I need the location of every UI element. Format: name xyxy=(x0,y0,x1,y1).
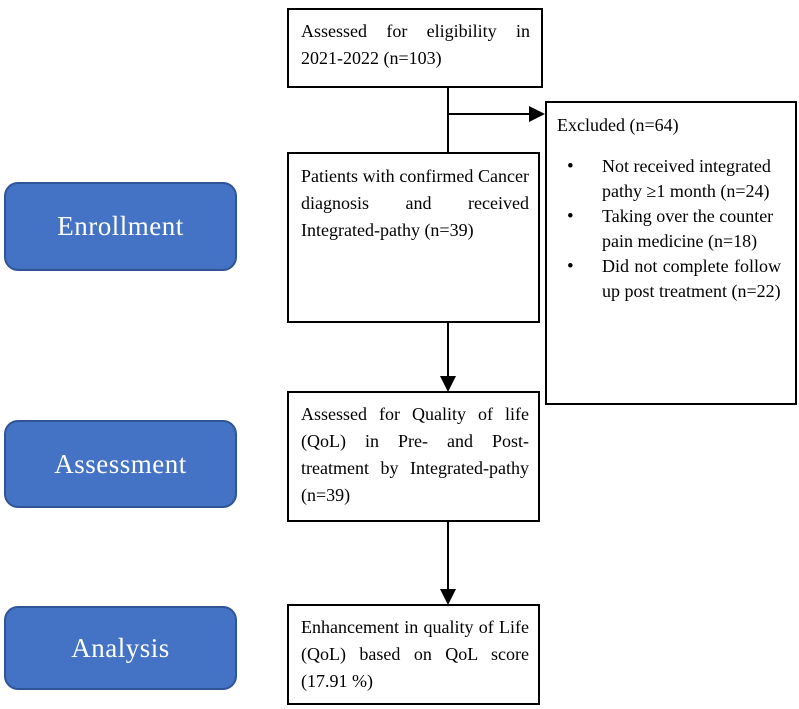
connector-branch-to-excluded xyxy=(447,113,531,115)
connector-qol-to-analysis xyxy=(447,522,449,590)
qol-assessment-box: Assessed for Quality of life (QoL) in Pr… xyxy=(287,391,540,522)
stage-pill-enrollment: Enrollment xyxy=(4,182,237,271)
stage-label-enrollment: Enrollment xyxy=(57,211,184,241)
analysis-result-text: Enhancement in quality of Life (QoL) bas… xyxy=(301,617,529,691)
arrowhead-to-excluded-icon xyxy=(529,106,545,122)
arrowhead-to-analysis-icon xyxy=(440,589,456,605)
stage-label-assessment: Assessment xyxy=(54,448,187,479)
eligibility-box: Assessed for eligibility in 2021-2022 (n… xyxy=(287,8,543,88)
connector-enrolled-to-qol xyxy=(447,323,449,377)
arrowhead-to-qol-icon xyxy=(440,376,456,392)
excluded-reason-3: Did not complete follow up post treatmen… xyxy=(565,254,781,304)
enrolled-text: Patients with confirmed Cancer diagnosis… xyxy=(301,166,529,240)
stage-label-analysis: Analysis xyxy=(71,632,170,663)
connector-eligibility-to-enrolled xyxy=(447,86,449,152)
excluded-box: Excluded (n=64) Not received integrated … xyxy=(545,101,797,405)
eligibility-text: Assessed for eligibility in 2021-2022 (n… xyxy=(301,21,530,68)
analysis-result-box: Enhancement in quality of Life (QoL) bas… xyxy=(287,604,540,705)
excluded-reasons-list: Not received integrated pathy ≥1 month (… xyxy=(557,154,781,304)
stage-pill-analysis: Analysis xyxy=(4,606,237,690)
excluded-title: Excluded (n=64) xyxy=(557,115,679,135)
excluded-reason-1: Not received integrated pathy ≥1 month (… xyxy=(565,154,781,204)
excluded-reason-2: Taking over the counter pain medicine (n… xyxy=(565,204,781,254)
enrolled-box: Patients with confirmed Cancer diagnosis… xyxy=(287,152,540,323)
qol-assessment-text: Assessed for Quality of life (QoL) in Pr… xyxy=(301,404,529,505)
stage-pill-assessment: Assessment xyxy=(4,420,237,508)
